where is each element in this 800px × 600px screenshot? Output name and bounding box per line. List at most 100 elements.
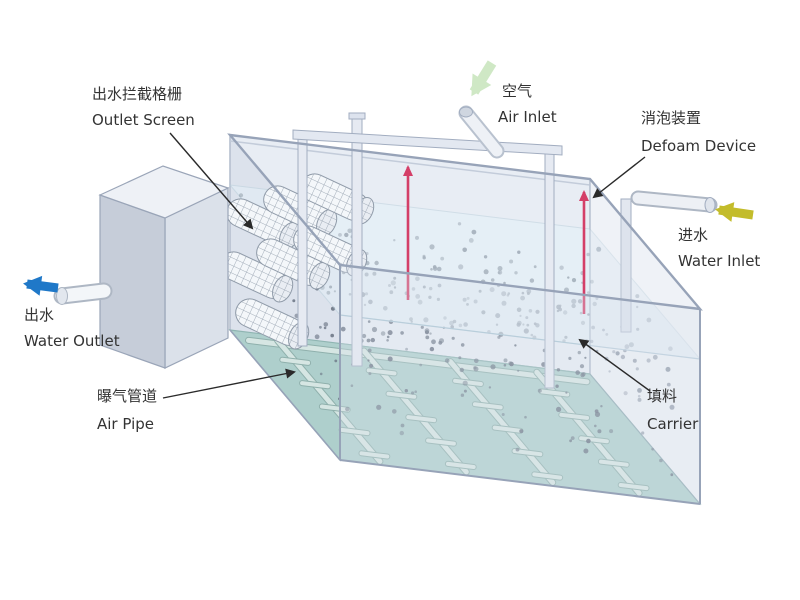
water-surface-front-edge bbox=[339, 314, 701, 360]
carrier-dot bbox=[584, 356, 587, 359]
carrier-dot bbox=[503, 358, 508, 363]
label-outlet-screen: 出水拦截格栅 Outlet Screen bbox=[92, 85, 254, 230]
carrier-dot bbox=[514, 344, 517, 347]
carrier-dot bbox=[517, 369, 520, 372]
carrier-dot bbox=[463, 389, 467, 393]
water-outlet-assembly bbox=[23, 275, 113, 305]
carrier-dot bbox=[345, 406, 350, 412]
air-pipe-segment bbox=[579, 436, 609, 444]
air-pipe-segment bbox=[445, 461, 476, 469]
air-inlet-pipe bbox=[460, 107, 503, 157]
carrier-dot bbox=[620, 354, 626, 360]
carrier-dot bbox=[579, 364, 585, 369]
carrier-dot bbox=[508, 361, 513, 366]
carrier-dot bbox=[575, 370, 580, 375]
carrier-dot bbox=[424, 328, 430, 334]
air-pipe-segment bbox=[559, 412, 590, 420]
carrier-dot bbox=[319, 325, 322, 329]
air-pipe-segment bbox=[598, 459, 629, 467]
label-water-inlet: 进水 Water Inlet bbox=[678, 226, 760, 270]
air-pipe-segment bbox=[453, 378, 483, 386]
carrier-dot bbox=[597, 429, 602, 434]
carrier-dot bbox=[609, 429, 614, 434]
air-pipe-segment bbox=[319, 404, 350, 412]
label-water-outlet: 出水 Water Outlet bbox=[24, 306, 120, 350]
carrier-dot bbox=[314, 334, 320, 340]
label-water-inlet-zh: 进水 bbox=[678, 226, 708, 244]
carrier-dot bbox=[594, 424, 597, 428]
carrier-dot bbox=[600, 405, 603, 408]
carrier-dot bbox=[429, 332, 432, 335]
air-pipe-segment bbox=[300, 381, 330, 389]
carrier-dot bbox=[503, 363, 507, 367]
water-outlet-arrow bbox=[23, 275, 59, 296]
water-inlet-assembly bbox=[630, 190, 754, 222]
carrier-dot bbox=[646, 358, 651, 363]
carrier-dot bbox=[367, 359, 370, 362]
carrier-dot bbox=[612, 350, 616, 354]
carrier-dot bbox=[292, 299, 296, 303]
carrier-dot bbox=[387, 356, 393, 362]
rim-thickness-line bbox=[229, 140, 591, 186]
carrier-dot bbox=[570, 436, 575, 440]
carrier-dot bbox=[519, 429, 524, 434]
leader-outlet-screen bbox=[169, 132, 254, 230]
carrier-dot bbox=[652, 354, 658, 360]
carrier-dot bbox=[371, 326, 378, 333]
carrier-dot bbox=[659, 458, 663, 463]
carrier-dot bbox=[386, 335, 390, 339]
carrier-dot bbox=[666, 382, 671, 387]
carrier-dot bbox=[488, 386, 492, 389]
inlet-pipe-mouth bbox=[704, 197, 716, 213]
label-air-pipe: 曝气管道 Air Pipe bbox=[97, 368, 296, 433]
carrier-dot bbox=[370, 337, 375, 343]
label-carrier: 填料 Carrier bbox=[578, 338, 699, 433]
carrier-dot bbox=[420, 325, 424, 329]
label-defoam-device-en: Defoam Device bbox=[641, 137, 756, 155]
carrier-dot bbox=[369, 363, 374, 368]
carrier-dot bbox=[568, 356, 572, 360]
carrier-dot bbox=[556, 368, 561, 372]
carrier-dot bbox=[460, 393, 465, 397]
label-air-inlet-zh: 空气 bbox=[502, 82, 532, 100]
labels: 出水拦截格栅 Outlet Screen 空气 Air Inlet 消泡装置 D… bbox=[24, 82, 760, 433]
water-inlet-arrow bbox=[715, 202, 754, 222]
carrier-dot bbox=[615, 351, 620, 356]
carrier-dot bbox=[419, 363, 423, 367]
label-carrier-en: Carrier bbox=[647, 415, 699, 433]
carrier-dot bbox=[330, 333, 335, 338]
air-pipe-segment bbox=[472, 402, 503, 410]
carrier-dot bbox=[362, 333, 367, 339]
carrier-dot bbox=[524, 415, 527, 419]
carrier-dot bbox=[637, 397, 642, 402]
leader-carrier bbox=[578, 338, 651, 392]
tank-bottom-edge bbox=[339, 459, 701, 505]
carrier-dot bbox=[392, 409, 397, 414]
carrier-dot bbox=[411, 391, 415, 395]
frame-post bbox=[297, 133, 308, 347]
carrier-dot bbox=[555, 384, 559, 388]
carrier-dot bbox=[340, 326, 346, 332]
carrier-dot bbox=[637, 394, 641, 398]
carrier-dot bbox=[439, 338, 444, 344]
label-air-inlet-en: Air Inlet bbox=[498, 108, 557, 126]
carrier-dot bbox=[400, 331, 404, 335]
carrier-dot bbox=[399, 430, 404, 436]
carrier-dot bbox=[460, 343, 465, 347]
carrier-dot bbox=[501, 413, 505, 416]
carrier-dot bbox=[635, 367, 639, 371]
label-water-outlet-en: Water Outlet bbox=[24, 332, 120, 350]
carrier-dot bbox=[350, 384, 354, 388]
carrier-dot bbox=[414, 390, 418, 394]
carrier-dot bbox=[431, 339, 436, 345]
carrier-dot bbox=[323, 322, 329, 327]
label-air-pipe-zh: 曝气管道 bbox=[97, 387, 157, 405]
tank-glass-walls bbox=[227, 133, 703, 506]
air-pipe-segment bbox=[512, 449, 543, 457]
outlet-screen-cylinder bbox=[219, 251, 294, 303]
leader-defoam-device bbox=[592, 156, 646, 199]
carrier-dot bbox=[670, 473, 674, 477]
air-pipe-segment bbox=[280, 357, 311, 365]
carrier-dot bbox=[565, 391, 568, 394]
